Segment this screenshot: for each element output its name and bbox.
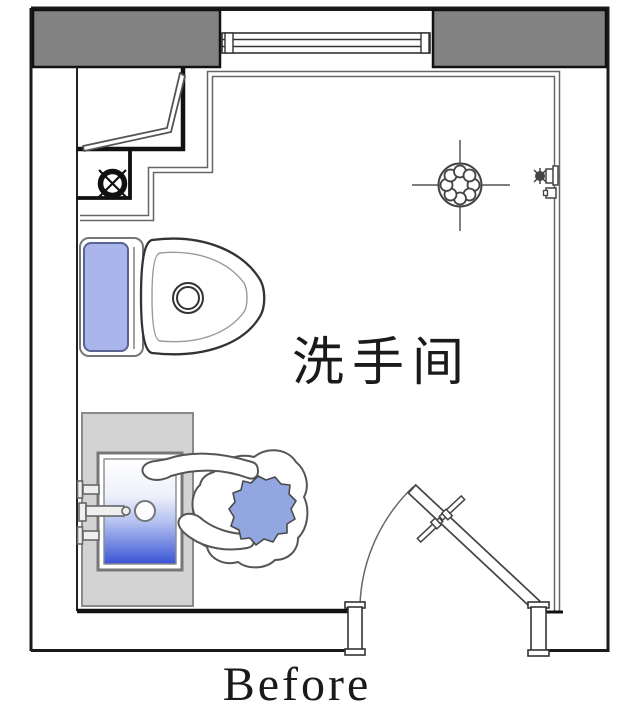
door-icon bbox=[344, 483, 550, 657]
door-jamb-right bbox=[527, 601, 550, 657]
floor-drain-icon bbox=[77, 149, 132, 200]
faucet-icon bbox=[76, 480, 131, 545]
top-wall-right bbox=[431, 8, 608, 69]
ceiling-light-icon bbox=[412, 140, 510, 231]
person-arm-upper bbox=[141, 452, 259, 481]
alcove-flap-icon bbox=[77, 67, 186, 152]
person-icon bbox=[141, 449, 309, 569]
sink-counter-icon bbox=[81, 412, 194, 607]
door-swing-arc bbox=[359, 486, 414, 605]
room-name-label: 洗手间 bbox=[292, 335, 472, 392]
person-head bbox=[228, 475, 297, 546]
window-icon bbox=[221, 32, 431, 54]
door-handle-icon bbox=[416, 494, 466, 544]
door-leaf bbox=[407, 483, 541, 611]
top-wall-left bbox=[31, 8, 222, 69]
caption-before: Before bbox=[223, 658, 372, 711]
outer-boundary-lines bbox=[29, 8, 610, 652]
toilet-icon bbox=[79, 237, 266, 357]
inner-boundary-double-line bbox=[80, 70, 561, 611]
door-jamb-left bbox=[344, 601, 366, 656]
wall-valve-icon bbox=[533, 165, 559, 199]
